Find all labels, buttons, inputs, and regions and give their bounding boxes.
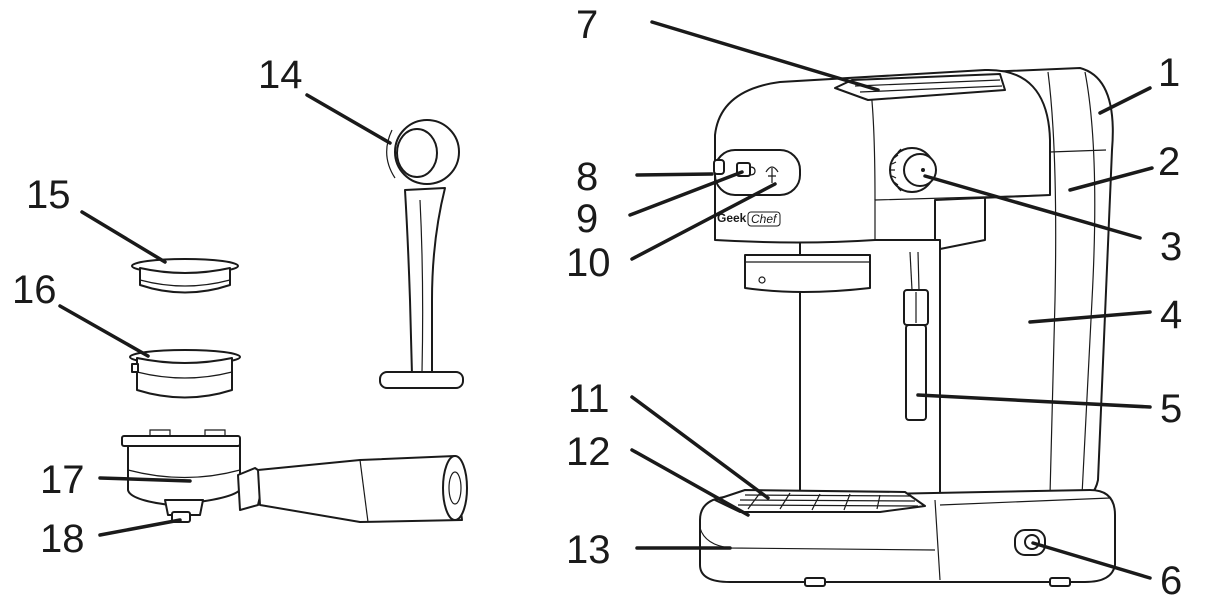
callout-1: 1 bbox=[1158, 51, 1180, 95]
callout-numbers: 1 2 3 4 5 6 7 8 9 10 11 12 13 14 15 16 1… bbox=[12, 3, 1182, 603]
callout-2: 2 bbox=[1158, 140, 1180, 184]
callout-10: 10 bbox=[566, 241, 611, 285]
callout-4: 4 bbox=[1160, 293, 1182, 337]
espresso-machine: Geek Chef bbox=[699, 67, 1116, 587]
brand-part2: Chef bbox=[751, 212, 778, 226]
callout-17: 17 bbox=[40, 458, 85, 502]
callout-12: 12 bbox=[566, 430, 611, 474]
brew-head bbox=[744, 254, 871, 293]
callout-11: 11 bbox=[568, 377, 610, 421]
callout-7: 7 bbox=[576, 3, 598, 47]
machine-head bbox=[714, 68, 1051, 244]
callout-9: 9 bbox=[576, 197, 598, 241]
leader-lines bbox=[58, 20, 1154, 580]
callout-14: 14 bbox=[258, 53, 303, 97]
power-button-8[interactable] bbox=[713, 159, 725, 175]
steam-button-10[interactable] bbox=[765, 166, 779, 183]
portafilter bbox=[121, 429, 468, 523]
callout-13: 13 bbox=[566, 528, 611, 572]
tamper-scoop bbox=[379, 119, 464, 389]
callout-16: 16 bbox=[12, 268, 57, 312]
control-panel bbox=[714, 149, 801, 196]
callout-6: 6 bbox=[1160, 559, 1182, 603]
callout-18: 18 bbox=[40, 517, 85, 561]
callout-3: 3 bbox=[1160, 225, 1182, 269]
callout-5: 5 bbox=[1160, 387, 1182, 431]
brand-part1: Geek bbox=[717, 211, 747, 225]
filter-basket-double bbox=[129, 349, 241, 399]
callout-8: 8 bbox=[576, 155, 598, 199]
filter-basket-single bbox=[131, 258, 239, 294]
callout-15: 15 bbox=[26, 173, 71, 217]
power-switch[interactable] bbox=[1014, 529, 1046, 556]
